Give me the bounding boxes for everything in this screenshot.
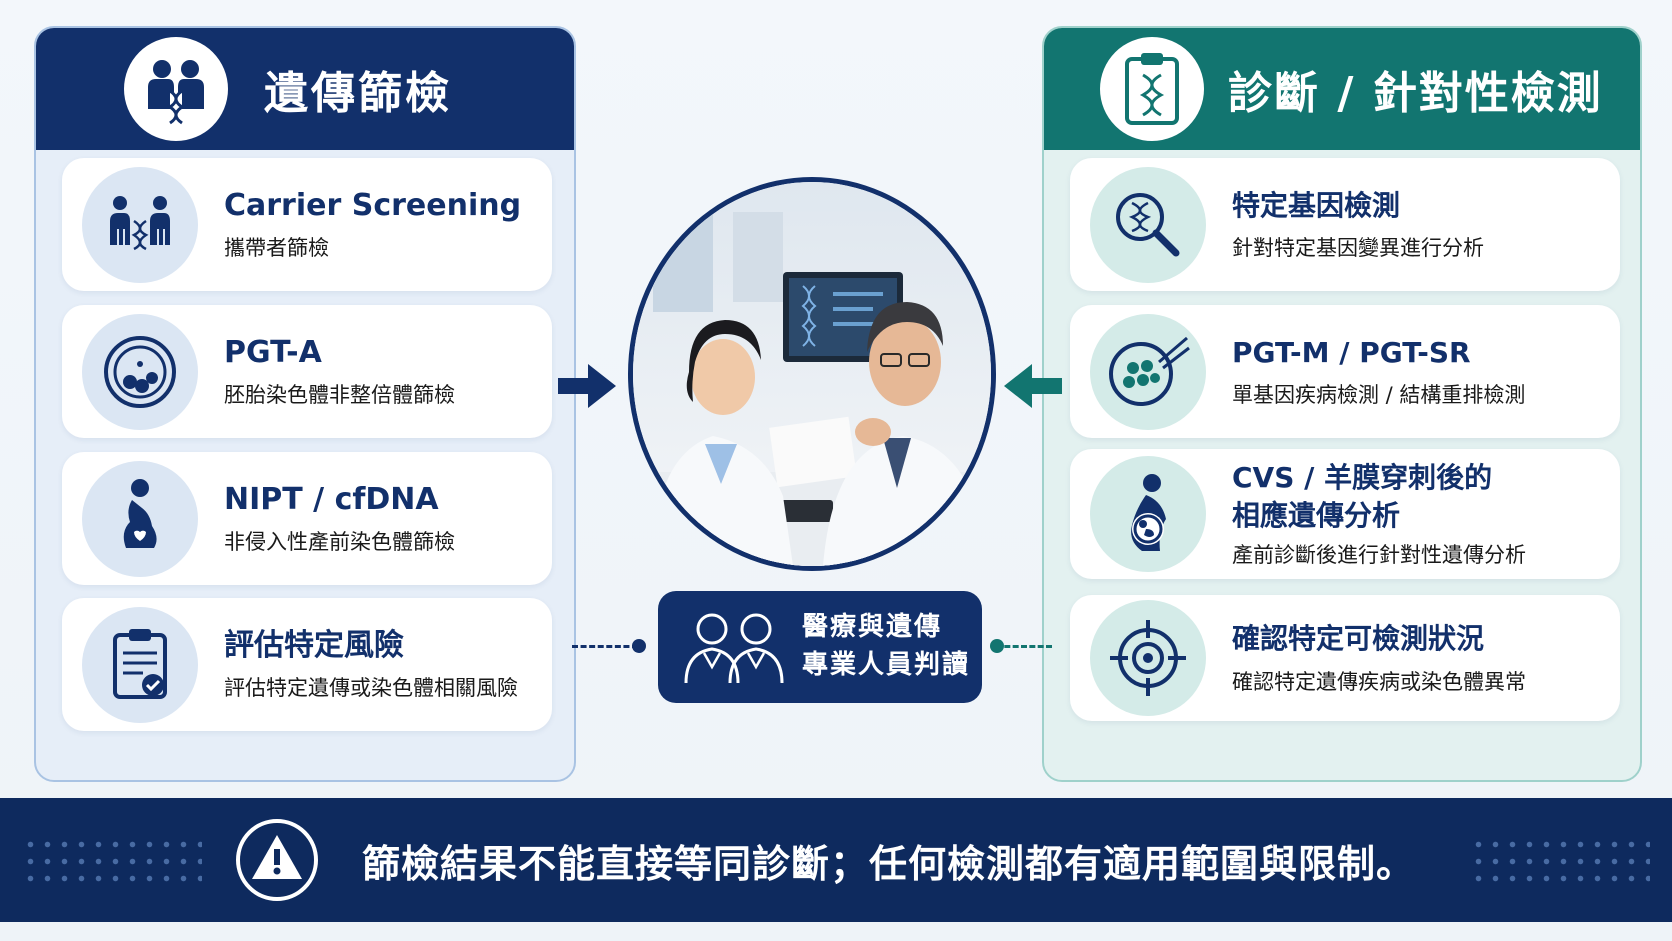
right-connector-line [996, 645, 1052, 648]
card-subtitle: 攜帶者篩檢 [224, 236, 329, 261]
disclaimer-text: 篩檢結果不能直接等同診斷；任何檢測都有適用範圍與限制。 [362, 841, 1416, 886]
dna-magnifier-icon [1090, 166, 1206, 283]
left-arrow-icon [1004, 364, 1062, 408]
card-cvs-amnio: CVS / 羊膜穿刺後的 相應遺傳分析 產前診斷後進行針對性遺傳分析 [1070, 449, 1620, 579]
disclaimer-banner: 篩檢結果不能直接等同診斷；任何檢測都有適用範圍與限制。 [0, 798, 1672, 922]
clinicians-photo [628, 177, 996, 571]
warning-icon [236, 819, 318, 901]
diagnostic-panel-header: 診斷 / 針對性檢測 [1044, 28, 1640, 150]
professional-line2: 專業人員判讀 [802, 650, 971, 680]
family-dna-icon [124, 37, 228, 141]
card-title: 特定基因檢測 [1232, 188, 1401, 222]
pregnancy-fetus-icon [1090, 456, 1206, 572]
card-subtitle: 非侵入性產前染色體篩檢 [224, 530, 455, 555]
diagnostic-panel: 診斷 / 針對性檢測 特定基因檢測 針對特定基因變異進行分析 [1042, 26, 1642, 782]
card-subtitle: 評估特定遺傳或染色體相關風險 [224, 676, 518, 701]
card-title: PGT-M / PGT-SR [1232, 335, 1471, 369]
decorative-dots-right [1470, 836, 1650, 886]
card-carrier-screening: Carrier Screening 攜帶者篩檢 [62, 158, 552, 291]
card-title-line1: CVS / 羊膜穿刺後的 [1232, 461, 1493, 495]
target-icon [1090, 600, 1206, 716]
right-arrow-icon [558, 364, 616, 408]
card-subtitle: 確認特定遺傳疾病或染色體異常 [1232, 669, 1526, 694]
card-title-line2: 相應遺傳分析 [1232, 499, 1401, 532]
parents-dna-icon [82, 166, 198, 283]
card-confirm-condition: 確認特定可檢測狀況 確認特定遺傳疾病或染色體異常 [1070, 595, 1620, 721]
professional-interpretation-box: 醫療與遺傳 專業人員判讀 [658, 591, 982, 703]
card-specific-gene: 特定基因檢測 針對特定基因變異進行分析 [1070, 158, 1620, 291]
card-title: Carrier Screening [224, 187, 522, 223]
doctors-icon [684, 613, 784, 684]
embryo-icon [82, 313, 198, 430]
card-subtitle: 產前診斷後進行針對性遺傳分析 [1232, 542, 1526, 567]
clipboard-dna-icon [1100, 37, 1204, 141]
card-subtitle: 單基因疾病檢測 / 結構重排檢測 [1232, 383, 1526, 408]
right-connector-dot [990, 639, 1004, 653]
professional-line1: 醫療與遺傳 [802, 612, 943, 643]
decorative-dots-left [22, 836, 202, 886]
clipboard-check-icon [82, 606, 198, 723]
card-specific-risk: 評估特定風險 評估特定遺傳或染色體相關風險 [62, 598, 552, 731]
left-connector-line [572, 645, 638, 648]
screening-panel-title: 遺傳篩檢 [264, 68, 452, 119]
card-title: NIPT / cfDNA [224, 481, 439, 517]
card-pgt-a: PGT-A 胚胎染色體非整倍體篩檢 [62, 305, 552, 438]
cell-biopsy-icon [1090, 313, 1206, 430]
screening-panel-header: 遺傳篩檢 [36, 28, 574, 150]
pregnant-woman-icon [82, 460, 198, 577]
card-nipt: NIPT / cfDNA 非侵入性產前染色體篩檢 [62, 452, 552, 585]
card-title: 確認特定可檢測狀況 [1232, 622, 1485, 656]
left-connector-dot [632, 639, 646, 653]
screening-panel: 遺傳篩檢 Carrier Screening 攜帶者篩檢 [34, 26, 576, 782]
diagnostic-panel-title: 診斷 / 針對性檢測 [1228, 68, 1603, 119]
card-title: 評估特定風險 [224, 627, 404, 663]
card-subtitle: 針對特定基因變異進行分析 [1232, 236, 1484, 261]
card-title: PGT-A [224, 334, 322, 370]
card-pgt-m-sr: PGT-M / PGT-SR 單基因疾病檢測 / 結構重排檢測 [1070, 305, 1620, 438]
card-subtitle: 胚胎染色體非整倍體篩檢 [224, 383, 455, 408]
